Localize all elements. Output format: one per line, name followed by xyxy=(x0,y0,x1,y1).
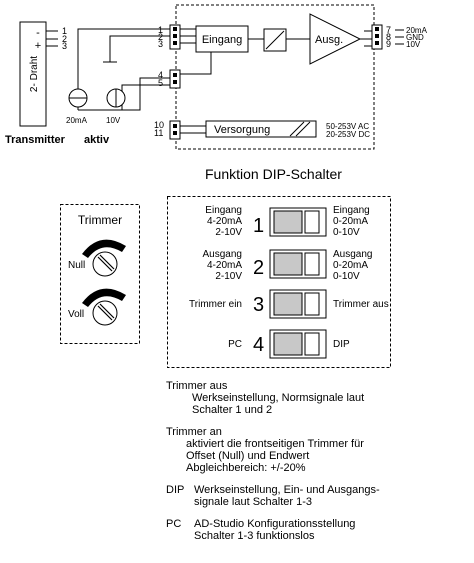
output-pin-9: 9 xyxy=(386,39,391,49)
eingang-block-label: Eingang xyxy=(202,34,242,46)
switch-1-number: 1 xyxy=(253,215,264,237)
switch-1-right-line-2: 0-20mA xyxy=(333,216,368,227)
trimmer-an-line-3: Abgleichbereich: +/-20% xyxy=(186,462,306,474)
input-pin-4: 4 xyxy=(158,70,163,80)
transmitter-caption: Transmitter xyxy=(5,134,66,146)
switch-2-right-line-2: 0-20mA xyxy=(333,260,368,271)
trimmer-panel: Trimmer Null Voll xyxy=(60,204,140,344)
power-pin-10: 10 xyxy=(154,120,164,130)
trimmer-aus-line-1: Werkseinstellung, Normsignale laut xyxy=(192,392,365,404)
transmitter-box-label: 2- Draht xyxy=(29,56,40,92)
switch-1-left-line-1: Eingang xyxy=(205,205,242,216)
pc-note: PC AD-Studio Konfigurationsstellung Scha… xyxy=(166,518,466,542)
trimmer-aus-heading: Trimmer aus xyxy=(166,380,228,392)
pc-note-line-1: AD-Studio Konfigurationsstellung xyxy=(194,518,356,530)
input-pin-3: 3 xyxy=(158,39,163,49)
output-pin-7: 7 xyxy=(386,25,391,35)
voll-trimmer-icon xyxy=(92,300,118,326)
input-pin-5: 5 xyxy=(158,78,163,88)
switch-4-left-label: PC xyxy=(228,339,242,350)
supply-dc-label: 20-253V DC xyxy=(326,130,370,139)
switch-3-right-label: Trimmer aus xyxy=(333,299,389,310)
switch-2-left-line-2: 4-20mA xyxy=(207,260,242,271)
transmitter-pin-1: 1 xyxy=(62,26,67,36)
versorgung-label: Versorgung xyxy=(214,124,270,136)
output-label-20ma: 20mA xyxy=(406,26,428,35)
dip-note-line-1: Werkseinstellung, Ein- und Ausgangs- xyxy=(194,484,380,496)
switch-4-number: 4 xyxy=(253,334,264,356)
dip-section-title: Funktion DIP-Schalter xyxy=(205,166,342,182)
power-pin-11: 11 xyxy=(154,128,163,138)
amplifier-label: Ausg. xyxy=(315,34,343,46)
transmitter-pin-3: 3 xyxy=(62,41,67,51)
input-pin-1: 1 xyxy=(158,25,163,35)
null-trimmer-icon xyxy=(92,251,118,277)
trimmer-aus-line-2: Schalter 1 und 2 xyxy=(192,404,273,416)
trimmer-an-heading: Trimmer an xyxy=(166,426,222,438)
switch-1-left-line-3: 2-10V xyxy=(215,227,242,238)
dip-note: DIP Werkseinstellung, Ein- und Ausgangs-… xyxy=(166,484,466,508)
switch-2-left-line-3: 2-10V xyxy=(215,271,242,282)
output-label-gnd: GND xyxy=(406,33,424,42)
wiring-schematic: 2- Draht - + 1 2 3 20mA 10V Transmitter … xyxy=(5,4,428,150)
versorgung-block xyxy=(205,120,317,138)
switch-2-right-line-1: Ausgang xyxy=(333,249,372,260)
switch-4-right-label: DIP xyxy=(333,339,350,350)
switch-3-number: 3 xyxy=(253,294,264,316)
transmitter-box xyxy=(19,21,47,127)
dip-note-key: DIP xyxy=(166,484,185,496)
input-pin-2: 2 xyxy=(158,32,163,42)
amplifier-triangle xyxy=(309,13,362,65)
trimmer-an-line-2: Offset (Null) und Endwert xyxy=(186,450,310,462)
switch-2-right-line-3: 0-10V xyxy=(333,271,360,282)
transmitter-minus-sign: - xyxy=(36,27,40,39)
switch-2-number: 2 xyxy=(253,257,264,279)
dip-switch-panel: Eingang 4-20mA 2-10V 1 Eingang 0-20mA 0-… xyxy=(167,196,391,368)
null-label: Null xyxy=(68,260,85,271)
transmitter-plus-sign: + xyxy=(35,40,41,52)
voll-label: Voll xyxy=(68,309,84,320)
switch-3-left-label: Trimmer ein xyxy=(189,299,242,310)
switch-1-left-line-2: 4-20mA xyxy=(207,216,242,227)
aktiv-caption: aktiv xyxy=(84,134,110,146)
output-label-10v: 10V xyxy=(406,40,421,49)
supply-ac-label: 50-253V AC xyxy=(326,122,369,131)
source-voltage-label: 10V xyxy=(106,116,121,125)
pc-note-key: PC xyxy=(166,518,182,530)
output-pin-8: 8 xyxy=(386,32,391,42)
switch-2-left-line-1: Ausgang xyxy=(203,249,242,260)
notes-section: Trimmer aus Werkseinstellung, Normsignal… xyxy=(166,380,466,542)
trimmer-title: Trimmer xyxy=(78,213,122,227)
switch-1-right-line-1: Eingang xyxy=(333,205,370,216)
switch-1-right-line-3: 0-10V xyxy=(333,227,360,238)
trimmer-an-line-1: aktiviert die frontseitigen Trimmer für xyxy=(186,438,364,450)
source-current-label: 20mA xyxy=(66,116,88,125)
transmitter-pin-2: 2 xyxy=(62,34,67,44)
dip-note-line-2: signale laut Schalter 1-3 xyxy=(194,496,313,508)
pc-note-line-2: Schalter 1-3 funktionslos xyxy=(194,530,315,542)
